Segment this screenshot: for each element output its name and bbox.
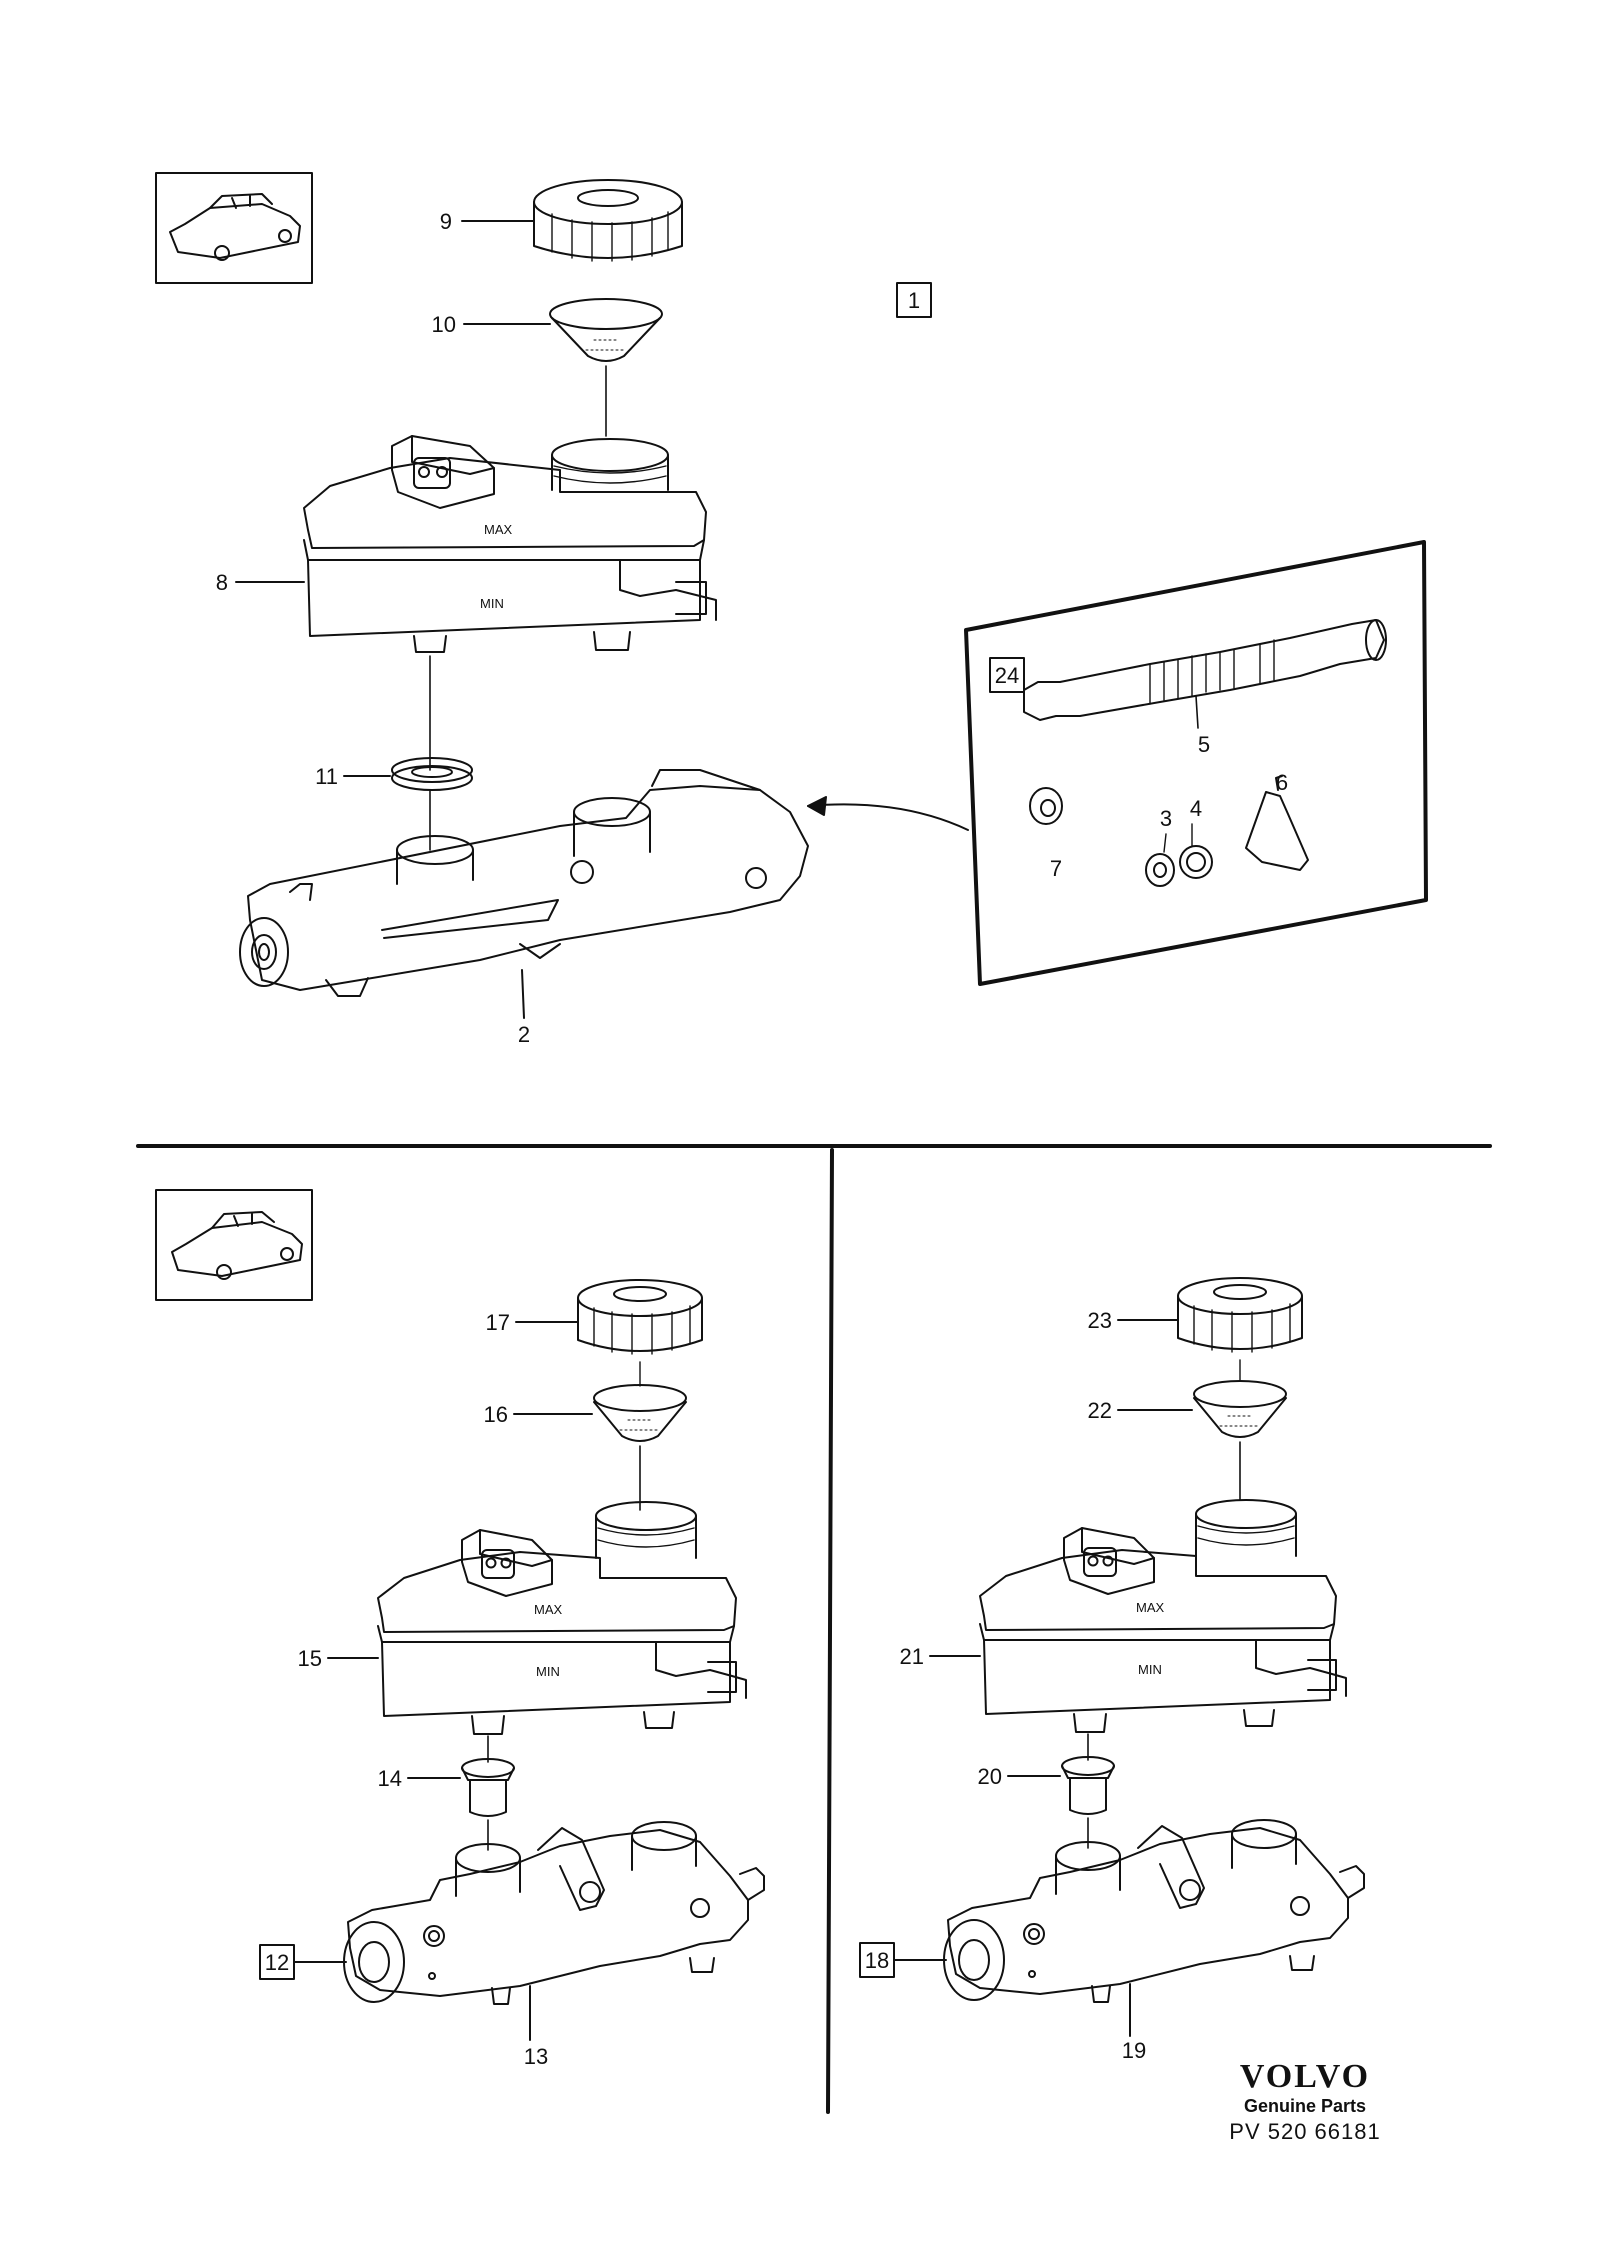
callout-22: 22 — [1088, 1398, 1112, 1423]
callout-6: 6 — [1276, 770, 1288, 795]
cap-23 — [1177, 1277, 1303, 1381]
callout-16: 16 — [484, 1402, 508, 1427]
callout-2: 2 — [518, 1022, 530, 1047]
callout-23: 23 — [1088, 1308, 1112, 1333]
box-label-1 — [896, 282, 932, 318]
seal-22 — [1193, 1380, 1287, 1501]
callout-10: 10 — [432, 312, 456, 337]
min-mark-right: MIN — [1138, 1662, 1162, 1677]
grommet-11 — [391, 655, 473, 851]
seal-16 — [593, 1384, 687, 1511]
box-label-24-text: 24 — [995, 663, 1019, 688]
callout-19: 19 — [1122, 2038, 1146, 2063]
callout-14: 14 — [378, 1766, 402, 1791]
repair-kit-panel — [964, 540, 1428, 986]
max-mark-top: MAX — [484, 522, 513, 537]
callout-11: 11 — [315, 764, 338, 789]
brand-block: VOLVO Genuine Parts PV 520 66181 — [1190, 2058, 1420, 2145]
max-mark-left: MAX — [534, 1602, 563, 1617]
cap-9 — [533, 179, 683, 262]
box-label-18-text: 18 — [865, 1948, 889, 1973]
diagram-code: PV 520 66181 — [1229, 2119, 1381, 2144]
callout-13: 13 — [524, 2044, 548, 2069]
callout-21: 21 — [900, 1644, 924, 1669]
reservoir-15 — [377, 1501, 747, 1735]
section-dividers — [136, 1144, 1492, 2114]
callout-20: 20 — [978, 1764, 1002, 1789]
grommet-14 — [461, 1735, 515, 1851]
seal-10 — [549, 298, 663, 437]
min-mark-top: MIN — [480, 596, 504, 611]
callout-7: 7 — [1050, 856, 1062, 881]
callout-15: 15 — [298, 1646, 322, 1671]
callout-3: 3 — [1160, 806, 1172, 831]
master-cylinder-19 — [943, 1819, 1365, 2003]
cap-17 — [577, 1279, 703, 1387]
callout-4: 4 — [1190, 796, 1202, 821]
reservoir-21 — [979, 1499, 1347, 1733]
kit-arrow — [807, 796, 969, 831]
box-label-12-text: 12 — [265, 1950, 289, 1975]
reservoir-8 — [303, 435, 717, 653]
master-cylinder-2 — [239, 769, 809, 997]
box-label-1-text: 1 — [908, 288, 920, 313]
brand-tagline: Genuine Parts — [1243, 2096, 1367, 2116]
callout-17: 17 — [486, 1310, 510, 1335]
callout-8: 8 — [216, 570, 228, 595]
min-mark-left: MIN — [536, 1664, 560, 1679]
master-cylinder-13 — [343, 1821, 765, 2005]
callout-5: 5 — [1198, 732, 1210, 757]
grommet-20 — [1061, 1733, 1115, 1849]
car-thumbnail-bottom — [155, 1189, 313, 1301]
car-thumbnail-top — [155, 172, 313, 284]
volvo-logo: VOLVO — [1239, 2058, 1371, 2095]
max-mark-right: MAX — [1136, 1600, 1165, 1615]
callout-9: 9 — [440, 209, 452, 234]
